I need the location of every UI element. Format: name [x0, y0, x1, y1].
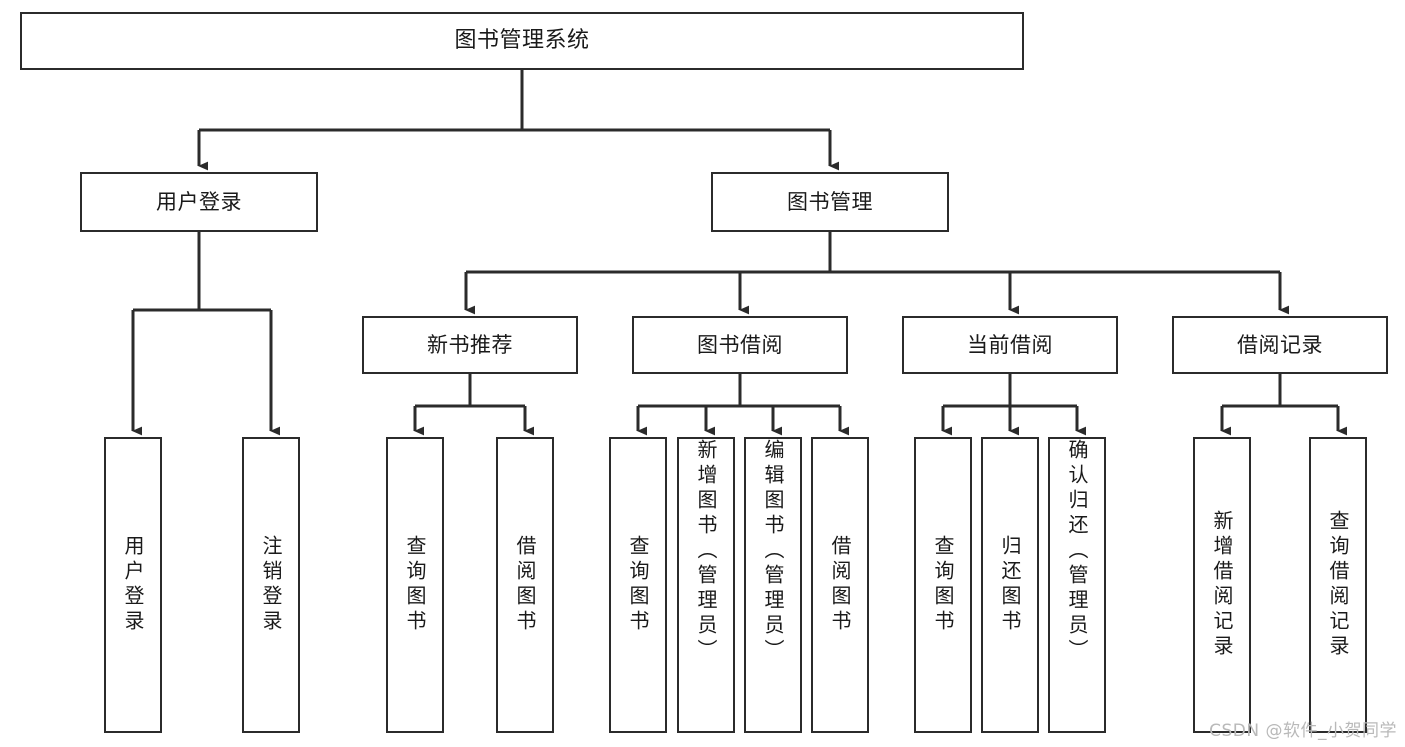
node-label: 当前借阅: [967, 332, 1053, 357]
leaf-user-login[interactable]: 用户登录: [104, 437, 162, 733]
node-book-borrow[interactable]: 图书借阅: [632, 316, 848, 374]
node-label: 借阅图书: [828, 535, 852, 635]
node-label: 图书管理系统: [454, 28, 590, 54]
leaf-borrow-book[interactable]: 借阅图书: [811, 437, 869, 733]
leaf-query-book-current[interactable]: 查询图书: [914, 437, 972, 733]
leaf-confirm-return-admin[interactable]: 确认归还（管理员）: [1048, 437, 1106, 733]
node-new-book-recommend[interactable]: 新书推荐: [362, 316, 578, 374]
node-label: 新增图书（管理员）: [694, 439, 718, 664]
node-root-system[interactable]: 图书管理系统: [20, 12, 1024, 70]
node-label: 借阅记录: [1237, 332, 1323, 357]
node-current-borrow[interactable]: 当前借阅: [902, 316, 1118, 374]
node-label: 查询图书: [626, 535, 650, 635]
node-label: 注销登录: [259, 535, 283, 635]
node-borrow-record[interactable]: 借阅记录: [1172, 316, 1388, 374]
leaf-query-borrow-record[interactable]: 查询借阅记录: [1309, 437, 1367, 733]
node-label: 归还图书: [998, 535, 1022, 635]
node-label: 编辑图书（管理员）: [761, 439, 785, 664]
leaf-edit-book-admin[interactable]: 编辑图书（管理员）: [744, 437, 802, 733]
node-book-management[interactable]: 图书管理: [711, 172, 949, 232]
node-label: 查询借阅记录: [1326, 510, 1350, 660]
leaf-add-borrow-record[interactable]: 新增借阅记录: [1193, 437, 1251, 733]
leaf-return-book[interactable]: 归还图书: [981, 437, 1039, 733]
node-label: 用户登录: [156, 189, 242, 214]
leaf-add-book-admin[interactable]: 新增图书（管理员）: [677, 437, 735, 733]
node-label: 新增借阅记录: [1210, 510, 1234, 660]
node-label: 确认归还（管理员）: [1065, 439, 1089, 664]
node-label: 图书借阅: [697, 332, 783, 357]
node-label: 新书推荐: [427, 332, 513, 357]
node-label: 借阅图书: [513, 535, 537, 635]
node-label: 用户登录: [121, 535, 145, 635]
leaf-borrow-book-new[interactable]: 借阅图书: [496, 437, 554, 733]
leaf-query-book-new[interactable]: 查询图书: [386, 437, 444, 733]
watermark: CSDN @软件_小贺同学: [1209, 721, 1397, 741]
leaf-query-book-borrow[interactable]: 查询图书: [609, 437, 667, 733]
node-user-login[interactable]: 用户登录: [80, 172, 318, 232]
node-label: 查询图书: [403, 535, 427, 635]
node-label: 图书管理: [787, 189, 873, 214]
node-label: 查询图书: [931, 535, 955, 635]
leaf-user-logout[interactable]: 注销登录: [242, 437, 300, 733]
